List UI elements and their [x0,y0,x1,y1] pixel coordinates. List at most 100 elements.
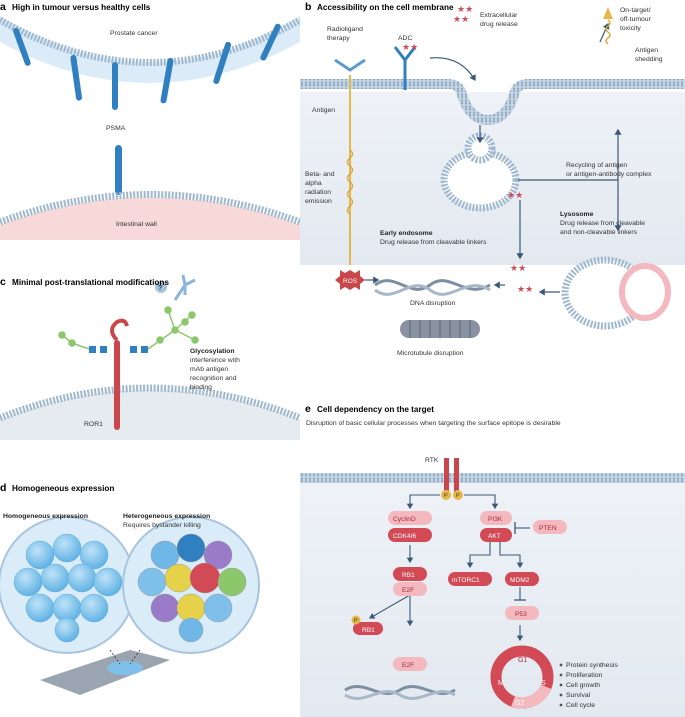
extracellular-label-2: drug release [480,21,518,28]
ros-label: ROS [343,278,358,285]
rb1-phospho-label: RB1 [362,627,375,634]
akt-node [480,528,512,542]
pten-node [533,520,567,534]
e2f-label: E2F [402,587,414,594]
ror1-membrane [0,384,302,422]
extracellular-label-1: Extracellular [480,12,518,19]
e2f-free-node [393,657,427,671]
panel-a [0,0,302,240]
tissue-sample [107,661,143,675]
heterogeneous-sub: Requires bystander killing [123,522,201,529]
beta-label-4: emission [305,198,332,205]
svg-text:★★: ★★ [507,190,523,200]
signal-arrows [369,494,524,642]
rtk-label: RTK [425,457,439,464]
m-label: M [498,680,504,687]
psma-receptors [13,23,281,110]
g1-label: G1 [518,657,527,664]
bullet-item: Protein synthesis [566,662,618,669]
p-badge-rb1 [351,615,361,625]
early-endosome-title: Early endosome [380,230,433,237]
prostate-membrane [0,16,302,66]
psma-receptor [115,145,122,195]
ros-star [335,270,365,290]
svg-text:★★: ★★ [457,4,473,14]
radioligand-icon [334,58,366,72]
heterogeneous-label: Heterogeneous expression [123,513,210,520]
adc-antibody-icon [393,46,417,90]
bullet-list: Protein synthesis Proliferation Cell gro… [559,662,618,709]
p-label-right: P [456,493,460,499]
intestinal-cell [0,197,300,240]
microscope-slide [40,650,170,695]
glyco-title: Glycosylation [190,348,235,355]
intestinal-label: Intestinal wall [116,221,157,228]
antigen-label: Antigen [312,107,335,114]
panel-d-letter: d [0,482,6,494]
recycling-label-2: or antigen-antibody complex [566,171,652,178]
panel-c-title: Minimal post-translational modifications [12,278,169,287]
radiation-wave [346,149,354,215]
bullet-item: Cell growth [566,682,600,689]
panel-e [300,458,685,717]
bullet-item: Survival [566,692,591,699]
glyco-label-4: binding [190,384,212,391]
mdm2-node [505,572,539,586]
glyco-label-1: interference with [190,357,240,364]
pi3k-label: PI3K [488,516,503,523]
pten-label: PTEN [539,525,557,532]
panel-a-letter: a [0,1,6,13]
beta-label-2: alpha [305,180,322,187]
cyclind-node [388,511,432,525]
p53-node [505,606,539,620]
rb1-node [393,567,427,581]
glyco-label-3: recognition and [190,375,237,382]
panel-e-letter: e [305,403,311,415]
panel-e-title: Cell dependency on the target [317,405,434,414]
cyclind-label: CyclinD [393,516,416,523]
mtorc1-label: mTORC1 [452,577,480,584]
rb1-label: RB1 [402,572,415,579]
drug-stars: ★★ ★★ ★★ ★★ ★★ ★★ [402,4,533,294]
bullet-item: Cell cycle [566,702,595,709]
svg-text:★★: ★★ [402,42,418,52]
p-badge-right [453,490,463,500]
heterogeneous-cells [137,533,247,643]
ror1-head [110,318,129,342]
panel-b-title: Accessibility on the cell membrane [317,3,454,12]
ontarget-label-1: On-target/ [620,7,651,14]
e2f-node [393,582,427,596]
ror1-receptor [114,340,120,430]
s-label: S [541,680,546,687]
shedding-label-2: shedding [635,56,663,63]
lysosome-label-1: Drug release from cleavable [560,220,645,227]
radioligand-label-2: therapy [327,35,350,42]
pi3k-node [480,511,512,525]
adc-label: ADC [398,35,412,42]
cdk-node [388,528,432,542]
recycling-label-1: Recycling of antigen [566,162,627,169]
beta-label-3: radiation [305,189,331,196]
question-mark: ? [158,285,162,292]
shedding-label-1: Antigen [635,47,658,54]
dna-helix [374,279,491,291]
panel-b: ★★ ★★ ★★ ★★ ★★ ★★ [300,4,685,338]
panel-d [0,516,260,695]
panel-d-title: Homogeneous expression [12,484,114,493]
svg-text:★★: ★★ [510,263,526,273]
lysosome-fusion [619,263,671,321]
g2-label: G2 [515,700,524,707]
glyco-label-2: mAb antigen [190,366,228,373]
bullet-item: Proliferation [566,672,602,679]
glycan-tree [58,306,199,350]
dna-label: DNA disruption [410,300,456,307]
mdm2-label: MDM2 [510,577,530,584]
rb1-phospho-node [353,622,383,635]
panel-e-subtitle: Disruption of basic cellular processes w… [306,420,561,427]
p-badge-left [441,490,451,500]
glycan-square [89,346,96,353]
rtk-receptor-right [454,458,459,493]
question-bubble [155,281,167,293]
cell-cycle-g1 [490,645,554,709]
homogeneous-cells [13,533,123,643]
